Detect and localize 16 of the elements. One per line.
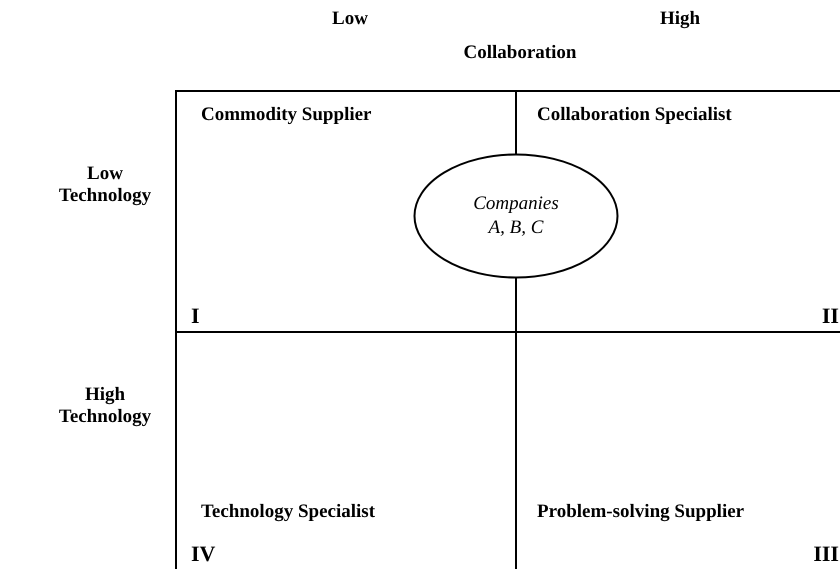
quadrant-title: Problem-solving Supplier — [537, 501, 744, 523]
roman-numeral: I — [191, 303, 200, 329]
quadrant-title: Collaboration Specialist — [537, 104, 732, 126]
matrix-quadrant — [515, 331, 840, 569]
roman-numeral: III — [813, 541, 839, 567]
ellipse-label: Companies A, B, C — [472, 192, 560, 240]
quadrant-title: Technology Specialist — [201, 501, 376, 523]
roman-numeral: II — [822, 303, 839, 329]
quadrant-title: Commodity Supplier — [201, 104, 372, 126]
axis-label: Low — [331, 8, 369, 30]
roman-numeral: IV — [191, 541, 216, 567]
matrix-quadrant — [175, 331, 517, 569]
axis-label: High — [658, 8, 702, 30]
axis-label: Low Technology — [58, 163, 152, 207]
axis-title: Collaboration — [462, 42, 578, 64]
axis-label: High Technology — [58, 384, 152, 428]
